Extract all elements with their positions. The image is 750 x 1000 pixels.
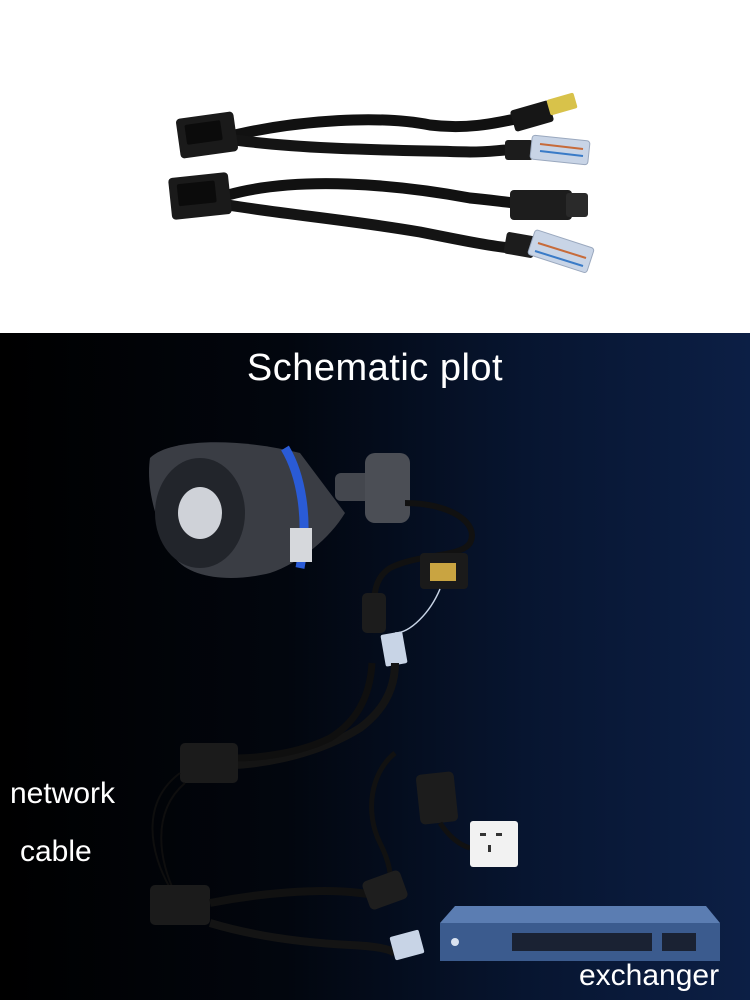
schematic-title: Schematic plot [246,347,504,389]
schematic-diagram [149,442,720,961]
camera-icon [149,442,410,578]
poe-injector-icon [151,743,238,894]
product-photo [0,0,750,333]
poe-injector-icon [168,172,595,273]
wall-outlet-icon [470,821,518,867]
network-label: network [10,777,116,810]
poe-splitter-icon [362,553,468,667]
poe-cable-pair-illustration [168,92,595,273]
exchanger-label: exchanger [579,959,720,992]
poe-splitter-icon [150,870,425,961]
poe-splitter-icon [176,92,591,166]
schematic-panel: Schematic plot [0,333,750,1000]
cable-label: cable [20,835,92,868]
network-switch-icon [440,906,720,961]
